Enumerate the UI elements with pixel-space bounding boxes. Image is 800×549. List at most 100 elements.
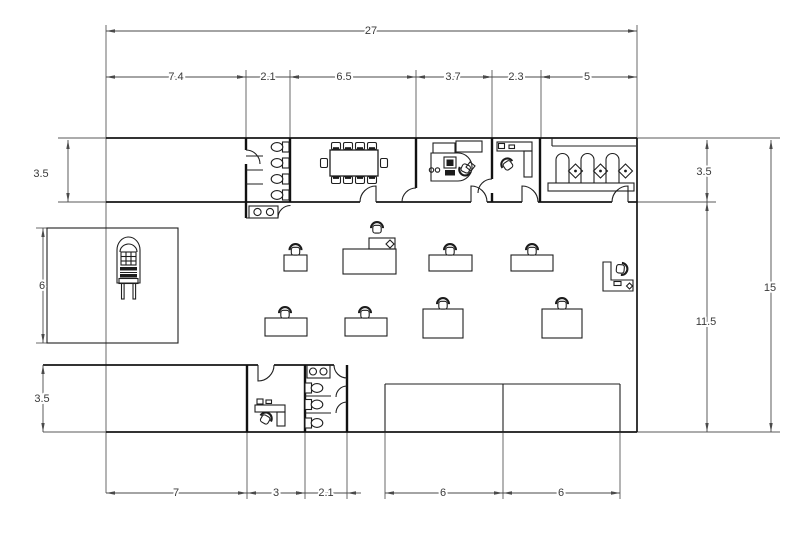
desk: [344, 317, 388, 337]
dim-top-seg-1: 7.4: [168, 71, 183, 83]
conference-side-door: [401, 187, 417, 203]
restroom-bottom-door: [333, 364, 348, 379]
exterior-walls: [106, 137, 638, 433]
shelf: [455, 140, 483, 153]
office-chair: [554, 297, 570, 311]
sink: [265, 207, 275, 217]
booth-stall: [580, 152, 595, 183]
bottom-office: [254, 398, 286, 427]
desk: [264, 317, 308, 337]
dim-top-seg-4: 3.7: [445, 71, 460, 83]
dimension-lines: [41, 29, 773, 495]
conference-room: [319, 141, 389, 185]
office-chair: [288, 243, 303, 257]
sink-counter: [248, 205, 279, 219]
office-chair: [256, 409, 275, 427]
booth-chair: [617, 163, 634, 179]
booth-chair: [567, 163, 584, 179]
storage-room: [46, 227, 179, 344]
dim-left-3: 3.5: [34, 393, 49, 405]
dim-top-seg-2: 2.1: [260, 71, 275, 83]
extension-lines: [36, 25, 780, 499]
office-chair: [442, 243, 458, 257]
toilet: [270, 141, 290, 153]
shelf: [432, 142, 456, 154]
dim-top-seg-3: 6.5: [336, 71, 351, 83]
machine-leg: [132, 282, 137, 300]
desk: [496, 141, 533, 152]
dim-bottom-seg-4: 6: [440, 487, 446, 499]
desk: [283, 254, 308, 272]
desk: [428, 254, 473, 272]
top-restroom: [246, 141, 290, 219]
toilet: [270, 189, 290, 201]
phone-icon: [497, 142, 506, 150]
office-1: [428, 140, 483, 182]
dim-bottom-seg-5: 6: [558, 487, 564, 499]
office-chair: [369, 221, 385, 235]
vending-machine: [116, 236, 141, 300]
phone-icon: [256, 398, 264, 405]
open-office-area: [264, 221, 634, 339]
restroom-top-lower-door: [277, 204, 291, 219]
sink: [319, 367, 328, 376]
bottom-office-door: [257, 364, 275, 382]
phone-icon: [465, 161, 476, 172]
phone-icon: [385, 239, 395, 249]
sink-counter: [306, 364, 331, 379]
toilet: [270, 157, 290, 169]
office-chair: [277, 306, 293, 320]
office1-door: [470, 185, 488, 203]
door-swings: [245, 149, 629, 414]
desk: [422, 308, 464, 339]
conference-chairs: [319, 141, 389, 185]
desk: [254, 404, 286, 413]
reception-l-desk: [602, 261, 634, 292]
phone-icon: [625, 282, 634, 290]
dim-right-2: 11.5: [696, 316, 717, 328]
stall-door-2: [335, 401, 348, 414]
dim-top-seg-5: 2.3: [508, 71, 523, 83]
dim-bottom-seg-3: 2.1: [318, 487, 333, 499]
office-chair: [524, 243, 540, 257]
sink: [253, 207, 262, 217]
toilet: [270, 173, 290, 185]
toilet: [304, 417, 324, 429]
dim-top-total: 27: [365, 25, 377, 37]
keyboard-icon: [445, 170, 455, 176]
dim-left-1: 3.5: [33, 168, 48, 180]
conference-table: [329, 149, 379, 177]
dimension-labels: 27 7.4 2.1 6.5 3.7 2.3 5 3.5 6 3.5 3.5 1…: [31, 23, 778, 501]
desk-return: [276, 411, 286, 427]
booth-chair: [592, 163, 609, 179]
office-chair: [497, 155, 517, 174]
office-divider-door: [477, 178, 493, 194]
office-chair: [357, 306, 373, 320]
dim-right-1: 3.5: [696, 166, 711, 178]
desk: [510, 254, 554, 272]
booth-stall: [555, 152, 570, 183]
desk: [541, 308, 583, 339]
office-chair: [435, 297, 451, 311]
toilet: [304, 382, 324, 394]
lounge-door: [611, 185, 629, 203]
booth-stall: [605, 152, 620, 183]
desk-return: [368, 237, 396, 250]
manager-desk: [342, 248, 397, 275]
counter: [547, 182, 635, 192]
machine-leg: [120, 282, 125, 300]
stall-door-1: [335, 385, 348, 398]
bottom-right-rooms: [384, 383, 621, 432]
dim-bottom-seg-1: 7: [173, 487, 179, 499]
toilet: [304, 398, 324, 411]
lounge-room: [547, 152, 635, 192]
dim-left-2: 6: [39, 280, 45, 292]
curved-desk: [430, 152, 473, 182]
dim-top-seg-6: 5: [584, 71, 590, 83]
office-2: [496, 141, 533, 178]
desk-return: [523, 150, 533, 178]
dim-bottom-seg-2: 3: [273, 487, 279, 499]
sink: [308, 367, 318, 376]
restroom-top-door: [245, 149, 261, 165]
